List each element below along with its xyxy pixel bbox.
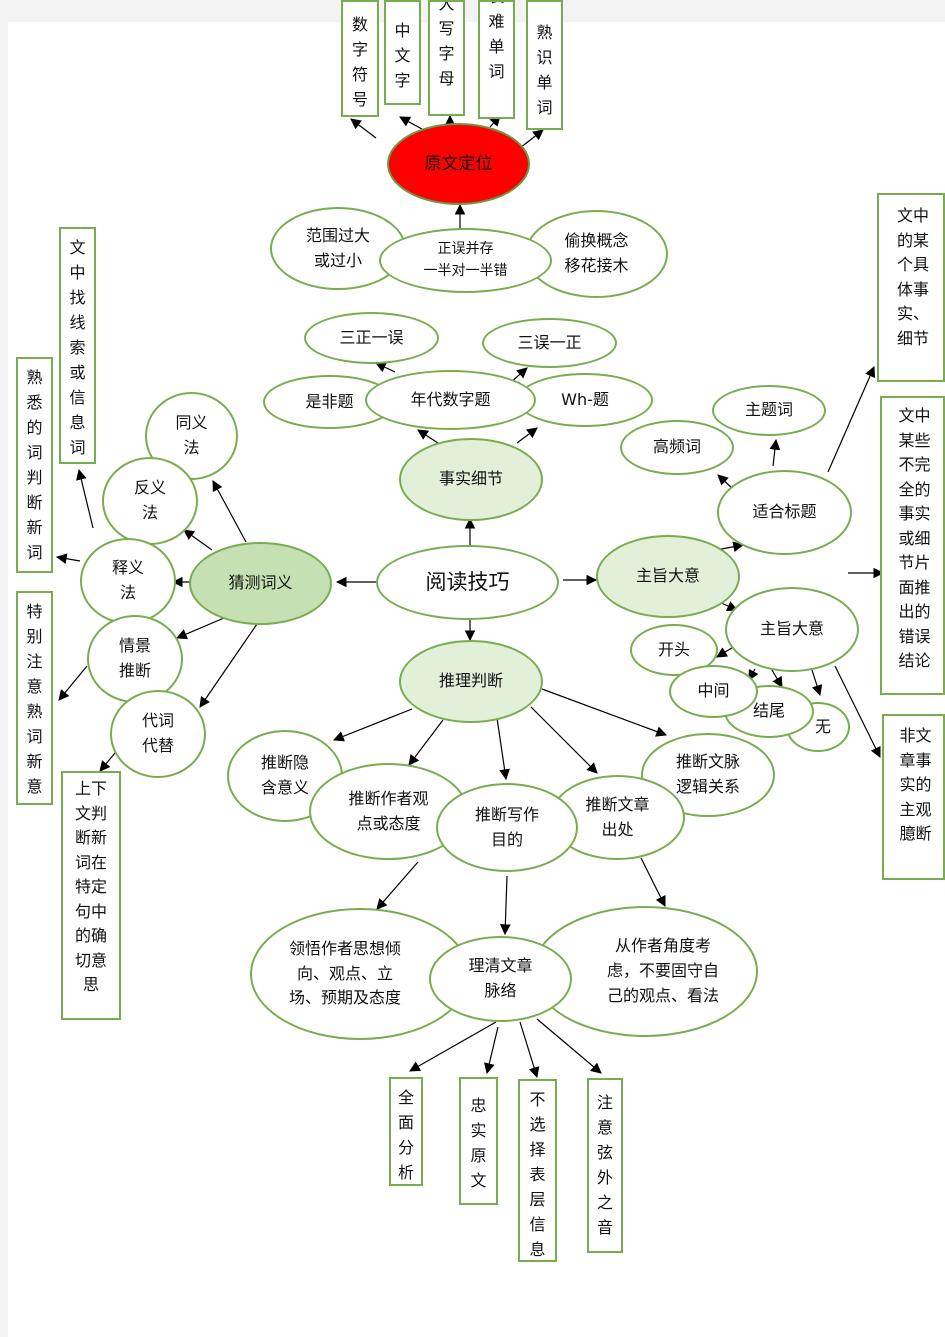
chinese-box: 中文字 [384, 0, 421, 105]
date-number-node: 年代数字题 [365, 370, 536, 430]
locate-node: 原文定位 [387, 123, 530, 205]
keyword-node: 主题词 [712, 385, 826, 436]
context-meaning-box: 上下文判断新词在特定句中的确切意思 [61, 771, 121, 1020]
center-node: 阅读技巧 [376, 545, 559, 620]
subtext-box: 注意弦外之音 [587, 1078, 623, 1253]
surface-box: 不选择表层信息 [518, 1079, 557, 1262]
faithful-box: 忠实原文 [459, 1077, 498, 1205]
middle-node: 中间 [669, 665, 758, 718]
definition-node: 释义 法 [80, 538, 176, 624]
fit-title-node: 适合标题 [717, 470, 852, 555]
purpose-node: 推断写作 目的 [436, 783, 578, 872]
pronoun-node: 代词 代替 [110, 690, 206, 778]
right-wrong-node: 正误并存 一半对一半错 [379, 228, 552, 293]
main-idea-sub-node: 主旨大意 [725, 587, 859, 672]
structure-node: 理清文章 脉络 [429, 936, 572, 1022]
fact-detail-node: 事实细节 [399, 438, 543, 521]
antonym-node: 反义 法 [102, 457, 198, 545]
three-wrong-node: 三误一正 [482, 318, 617, 368]
familiar-judge-box: 熟悉的词判断新词 [16, 357, 53, 573]
inference-node: 推理判断 [399, 640, 543, 723]
capital-box: 大写字母 [428, 0, 465, 116]
context-node: 情景 推断 [87, 615, 183, 703]
find-clue-box: 文中找线索或信息词 [59, 227, 96, 464]
familiar-word-box: 熟识单词 [526, 0, 563, 130]
guess-meaning-node: 猜测词义 [189, 542, 332, 625]
familiar-new-box: 特别注意熟词新意 [16, 591, 53, 805]
implied-node: 推断隐 含意义 [227, 730, 343, 822]
comprehensive-box: 全面分析 [389, 1077, 423, 1186]
three-right-node: 三正一误 [304, 312, 439, 364]
subjective-box: 非文章事实的主观臆断 [882, 714, 945, 880]
main-idea-node: 主旨大意 [596, 535, 740, 618]
frequent-node: 高频词 [620, 420, 734, 475]
num-symbol-box: 数字符号 [341, 0, 379, 117]
hard-word-box: 长难单词 [478, 0, 515, 119]
specific-fact-box: 文中的某个具体事实、细节 [877, 193, 945, 382]
incomplete-fact-box: 文中某些不完全的事实或细节片面推出的错误结论 [880, 396, 945, 695]
wh-node: Wh-题 [517, 373, 653, 427]
